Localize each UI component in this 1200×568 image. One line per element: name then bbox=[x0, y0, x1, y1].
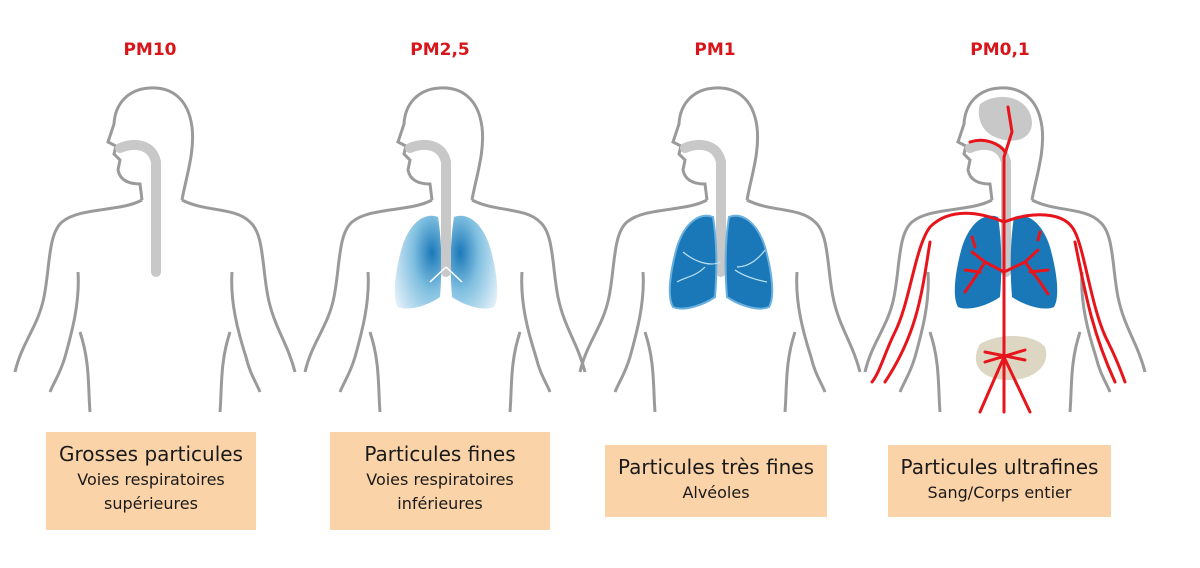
panel-title: PM2,5 bbox=[410, 40, 470, 60]
body-figure-lower-airways bbox=[303, 86, 587, 414]
body-figure-alveoli bbox=[578, 86, 862, 414]
panel-pm1: PM1 Particules très fines Alvéoles bbox=[570, 0, 862, 568]
label-heading: Particules très fines bbox=[617, 455, 815, 479]
label-heading: Particules fines bbox=[364, 442, 516, 466]
label-line: supérieures bbox=[104, 494, 198, 513]
panel-title: PM1 bbox=[694, 40, 736, 60]
label-heading: Grosses particules bbox=[59, 442, 243, 466]
body-figure-upper-airways bbox=[13, 86, 297, 414]
label-box: Particules fines Voies respiratoires inf… bbox=[330, 432, 550, 530]
panel-pm01: PM0,1 Particules ultrafines Sang/Corps e… bbox=[855, 0, 1147, 568]
label-box: Particules très fines Alvéoles bbox=[605, 445, 827, 517]
panel-title: PM10 bbox=[123, 40, 177, 60]
label-line: Voies respiratoires bbox=[77, 470, 225, 489]
panel-pm10: PM10 Grosses particules Voies respiratoi… bbox=[5, 0, 297, 568]
label-line: Alvéoles bbox=[682, 483, 750, 502]
panel-title: PM0,1 bbox=[970, 40, 1030, 60]
label-box: Particules ultrafines Sang/Corps entier bbox=[888, 445, 1111, 517]
label-box: Grosses particules Voies respiratoires s… bbox=[46, 432, 256, 530]
label-line: Sang/Corps entier bbox=[927, 483, 1072, 502]
label-line: inférieures bbox=[397, 494, 483, 513]
body-figure-whole-body bbox=[863, 86, 1147, 414]
panel-pm25: PM2,5 Particules fines Voies respiratoir… bbox=[295, 0, 587, 568]
label-line: Voies respiratoires bbox=[366, 470, 514, 489]
label-heading: Particules ultrafines bbox=[900, 455, 1099, 479]
